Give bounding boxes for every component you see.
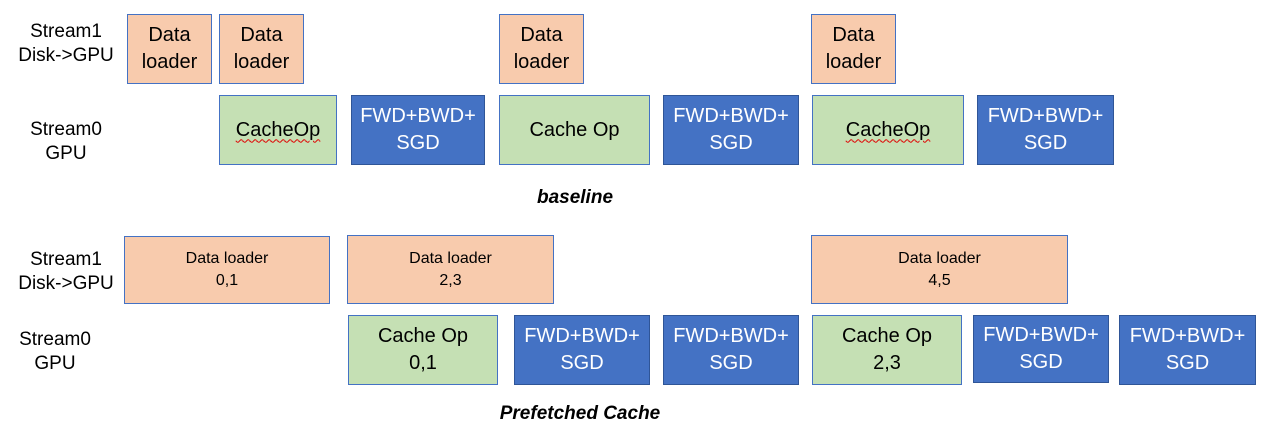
baseline-stream0-label: Stream0 GPU xyxy=(30,119,102,164)
baseline-cache-op-2: Cache Op xyxy=(499,95,650,165)
baseline-cache-op-3-label: CacheOp xyxy=(845,118,931,141)
prefetched-cache-op-23: Cache Op 2,3 xyxy=(812,315,962,385)
baseline-fwd-bwd-sgd-3: FWD+BWD+ SGD xyxy=(977,95,1114,165)
baseline-data-loader-4: Data loader xyxy=(811,14,896,84)
baseline-caption: baseline xyxy=(536,187,614,208)
prefetched-cache-op-01: Cache Op 0,1 xyxy=(348,315,498,385)
baseline-cache-op-3: CacheOp xyxy=(812,95,964,165)
baseline-stream1-label: Stream1 Disk->GPU xyxy=(18,21,114,66)
baseline-data-loader-2: Data loader xyxy=(219,14,304,84)
prefetched-stream0-label: Stream0 GPU xyxy=(19,329,91,374)
prefetched-data-loader-45: Data loader 4,5 xyxy=(811,235,1068,304)
baseline-cache-op-1-label: CacheOp xyxy=(235,118,321,141)
prefetched-fwd-bwd-sgd-3: FWD+BWD+ SGD xyxy=(973,315,1109,383)
prefetched-fwd-bwd-sgd-2: FWD+BWD+ SGD xyxy=(663,315,799,385)
prefetched-data-loader-01: Data loader 0,1 xyxy=(124,236,330,304)
prefetched-fwd-bwd-sgd-1: FWD+BWD+ SGD xyxy=(514,315,650,385)
prefetched-stream1-label: Stream1 Disk->GPU xyxy=(18,249,114,294)
prefetched-fwd-bwd-sgd-4: FWD+BWD+ SGD xyxy=(1119,315,1256,385)
baseline-data-loader-3: Data loader xyxy=(499,14,584,84)
baseline-cache-op-1: CacheOp xyxy=(219,95,337,165)
prefetched-caption: Prefetched Cache xyxy=(499,403,661,424)
prefetched-data-loader-23: Data loader 2,3 xyxy=(347,235,554,304)
baseline-fwd-bwd-sgd-1: FWD+BWD+ SGD xyxy=(351,95,485,165)
baseline-data-loader-1: Data loader xyxy=(127,14,212,84)
baseline-fwd-bwd-sgd-2: FWD+BWD+ SGD xyxy=(663,95,799,165)
